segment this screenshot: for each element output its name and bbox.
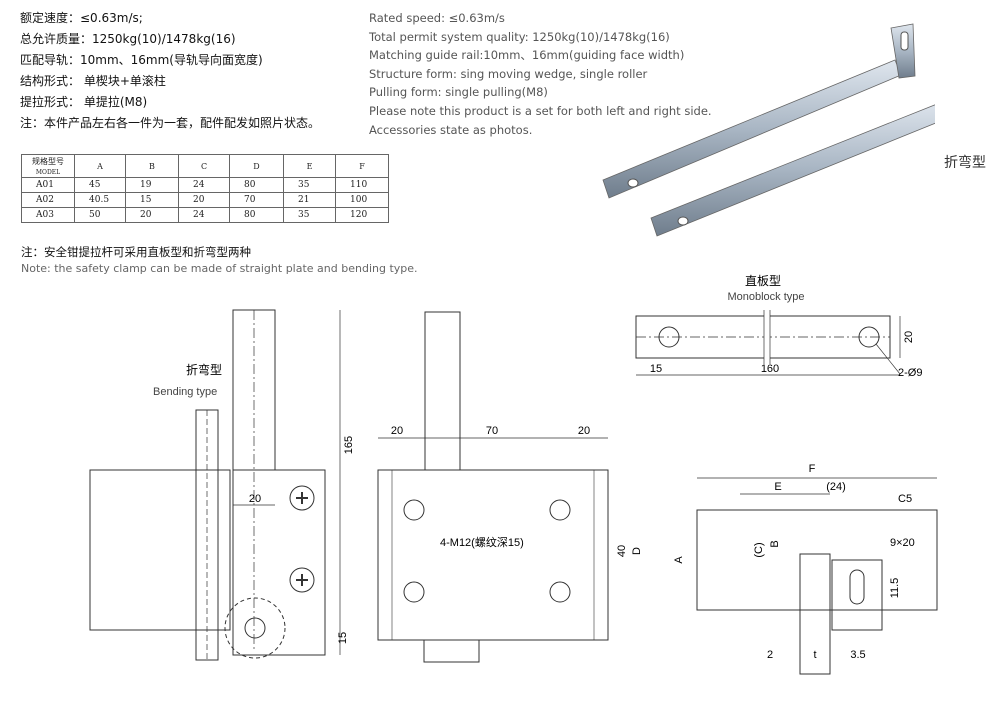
spec-line: 结构形式： 单楔块+单滚柱 (20, 74, 166, 88)
col-header: D (229, 154, 284, 178)
table-cell: 120 (335, 207, 389, 223)
detail-drawing: F E (24) C5 (C) B A 9×20 11.5 2 t 3.5 (673, 463, 938, 675)
model-header: 规格型号 MODEL (21, 154, 75, 178)
dim-C5: C5 (898, 493, 912, 505)
bending-type-drawing: 折弯型 Bending type 165 20 15 (89, 309, 355, 661)
dim-4-m12: 4-M12(螺纹深15) (440, 535, 524, 549)
table-cell: A01 (21, 177, 75, 193)
table-cell: 35 (283, 177, 336, 193)
spec-line: 注：本件产品左右各一件为一套，配件配发如照片状态。 (20, 116, 321, 130)
col-header: B (125, 154, 179, 178)
bent-rod-photo (602, 23, 935, 237)
note-en: Note: the safety clamp can be made of st… (21, 262, 418, 275)
dim-B: B (769, 540, 781, 547)
table-cell: 20 (125, 207, 179, 223)
bending-title-en: Bending type (153, 386, 217, 398)
table-cell: 21 (283, 192, 336, 208)
spec-line: 额定速度：≤0.63m/s; (20, 11, 143, 25)
dim-t: t (813, 649, 816, 661)
table-cell: 110 (335, 177, 389, 193)
dim-11-5: 11.5 (889, 578, 901, 599)
dim-70: 70 (486, 425, 498, 437)
monoblock-title-cn: 直板型 (745, 274, 781, 288)
specs-cn: 额定速度：≤0.63m/s; 总允许质量：1250kg(10)/1478kg(1… (20, 8, 320, 134)
table-row: A02 40.5 15 20 70 21 100 (21, 192, 389, 208)
table-cell: 70 (229, 192, 284, 208)
table-cell: 45 (74, 177, 126, 193)
dim-160: 160 (761, 363, 779, 375)
dim-F: F (809, 463, 816, 475)
model-table: 规格型号 MODEL A B C D E F A01 45 19 24 80 35… (21, 154, 389, 223)
dim-3-5: 3.5 (850, 649, 865, 661)
side-view-drawing: 20 70 20 4-M12(螺纹深15) 40 D (377, 311, 643, 663)
spec-line: Matching guide rail:10mm、16mm(guiding fa… (369, 48, 685, 63)
dim-9x20: 9×20 (890, 537, 915, 549)
spec-line: 匹配导轨：10mm、16mm(导轨导向面宽度) (20, 53, 263, 67)
spec-line: Structure form: sing moving wedge, singl… (369, 66, 648, 81)
spec-line: 总允许质量：1250kg(10)/1478kg(16) (20, 32, 236, 46)
dim-15: 15 (337, 632, 349, 644)
table-cell: 40.5 (74, 192, 126, 208)
table-row: A01 45 19 24 80 35 110 (21, 177, 389, 193)
table-cell: 24 (178, 207, 230, 223)
col-header: E (283, 154, 336, 178)
col-header: C (178, 154, 230, 178)
table-cell: 19 (125, 177, 179, 193)
dim-A: A (673, 556, 685, 564)
rod-back (602, 23, 916, 199)
dim-2: 2 (767, 649, 773, 661)
col-header: F (335, 154, 389, 178)
model-header-en: MODEL (35, 169, 61, 176)
table-cell: 80 (229, 207, 284, 223)
dim-E: E (774, 481, 781, 493)
dim-C: (C) (753, 542, 765, 557)
spec-line: Pulling form: single pulling(M8) (369, 85, 548, 100)
table-row: A03 50 20 24 80 35 120 (21, 207, 389, 223)
dim-20: 20 (903, 331, 915, 343)
monoblock-title-en: Monoblock type (727, 291, 804, 303)
dim-20: 20 (249, 493, 261, 505)
table-cell: 100 (335, 192, 389, 208)
dim-165: 165 (343, 436, 355, 454)
rod-front (650, 104, 935, 237)
dim-20: 20 (391, 425, 403, 437)
dim-15: 15 (650, 363, 662, 375)
monoblock-drawing: 直板型 Monoblock type 20 15 160 2-Ø9 (635, 274, 922, 379)
table-cell: 15 (125, 192, 179, 208)
col-header: A (74, 154, 126, 178)
dim-40: 40 (616, 545, 628, 557)
technical-drawings: 直板型 Monoblock type 20 15 160 2-Ø9 折弯型 Be… (89, 274, 938, 675)
table-cell: 50 (74, 207, 126, 223)
spec-line: 提拉形式： 单提拉(M8) (20, 95, 148, 109)
bending-title-cn: 折弯型 (186, 362, 222, 377)
dim-D: D (631, 547, 643, 555)
table-cell: 20 (178, 192, 230, 208)
photo-label: 折弯型 (944, 155, 986, 171)
dim-20: 20 (578, 425, 590, 437)
note-cn: 注：安全钳提拉杆可采用直板型和折弯型两种 (21, 245, 251, 259)
table-header-row: 规格型号 MODEL A B C D E F (21, 154, 389, 178)
spec-line: Please note this product is a set for bo… (369, 103, 712, 118)
spec-line: Total permit system quality: 1250kg(10)/… (369, 29, 670, 44)
dim-24p: (24) (826, 481, 846, 493)
model-header-cn: 规格型号 (32, 157, 64, 166)
table-cell: A02 (21, 192, 75, 208)
table-cell: A03 (21, 207, 75, 223)
dim-2-phi9: 2-Ø9 (898, 367, 922, 379)
table-cell: 24 (178, 177, 230, 193)
specs-en: Rated speed: ≤0.63m/s Total permit syste… (369, 9, 712, 139)
table-cell: 35 (283, 207, 336, 223)
spec-line: Rated speed: ≤0.63m/s (369, 11, 505, 25)
spec-line: Accessories state as photos. (369, 122, 533, 137)
table-cell: 80 (229, 177, 284, 193)
